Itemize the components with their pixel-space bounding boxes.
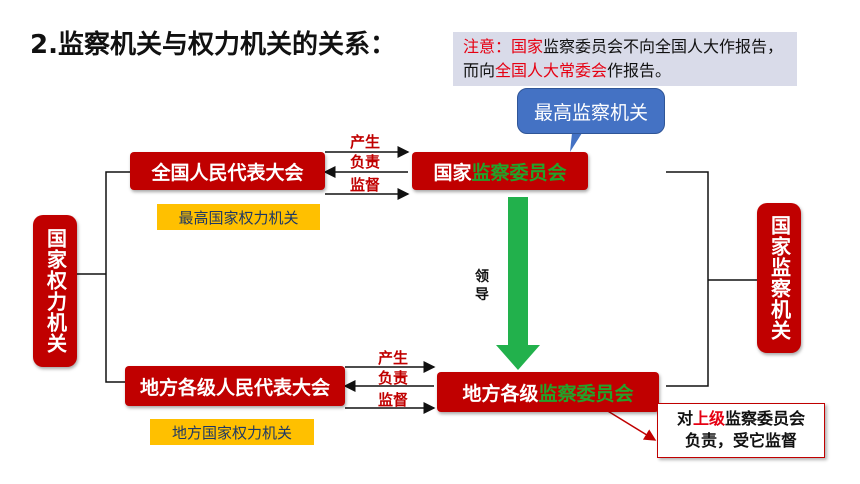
lead-arrow — [496, 197, 540, 370]
note-box: 注意：国家监察委员会不向全国人大作报告，而向全国人大常委会作报告。 — [453, 32, 797, 86]
note-text-4: 作报告。 — [607, 61, 672, 80]
local-supervisory-commission-box: 地方各级监察委员会 — [437, 372, 659, 412]
report-suffix: 监察委员会 — [725, 409, 806, 428]
bottom-supervise-label: 监督 — [378, 391, 409, 409]
top-produce-label: 产生 — [350, 133, 381, 151]
supreme-supervisory-callout: 最高监察机关 — [517, 88, 665, 134]
callout-pointer — [570, 133, 582, 152]
note-text-2: 监察委员会不向全国人大作报告，而向 — [463, 37, 784, 80]
note-red-1: 国家 — [511, 37, 544, 56]
lead-label: 领导 — [475, 269, 489, 303]
state-supervisory-organ-label: 国家监察机关 — [767, 215, 792, 341]
local-congress-sublabel: 地方国家权力机关 — [150, 419, 314, 445]
state-power-organ-box: 国家权力机关 — [33, 215, 77, 367]
state-supervisory-organ-box: 国家监察机关 — [757, 203, 801, 353]
report-prefix: 对 — [676, 409, 693, 428]
bottom-responsible-label: 负责 — [378, 369, 409, 387]
top-responsible-label: 负责 — [350, 153, 381, 171]
local-commission-prefix: 地方各级 — [462, 382, 539, 405]
note-prefix: 注意： — [463, 37, 512, 56]
report-to-superior-box: 对上级监察委员会 负责，受它监督 — [657, 403, 825, 458]
npc-box: 全国人民代表大会 — [130, 152, 325, 190]
national-commission-prefix: 国家 — [433, 161, 472, 184]
state-power-organ-label: 国家权力机关 — [43, 228, 68, 354]
report-line-2: 负责，受它监督 — [684, 431, 797, 450]
page-title: 2.监察机关与权力机关的关系： — [30, 30, 396, 60]
note-red-2: 全国人大常委会 — [495, 61, 608, 80]
top-supervise-label: 监督 — [350, 176, 381, 194]
bottom-produce-label: 产生 — [378, 349, 409, 367]
npc-sublabel: 最高国家权力机关 — [157, 204, 320, 230]
local-commission-highlight: 监察委员会 — [538, 382, 634, 405]
report-line-1: 对上级监察委员会 — [658, 408, 824, 430]
national-commission-highlight: 监察委员会 — [471, 161, 567, 184]
national-supervisory-commission-box: 国家监察委员会 — [412, 152, 588, 190]
local-congress-box: 地方各级人民代表大会 — [125, 366, 345, 406]
right-bracket — [666, 171, 709, 387]
report-red: 上级 — [692, 409, 725, 428]
left-bracket — [105, 171, 130, 383]
